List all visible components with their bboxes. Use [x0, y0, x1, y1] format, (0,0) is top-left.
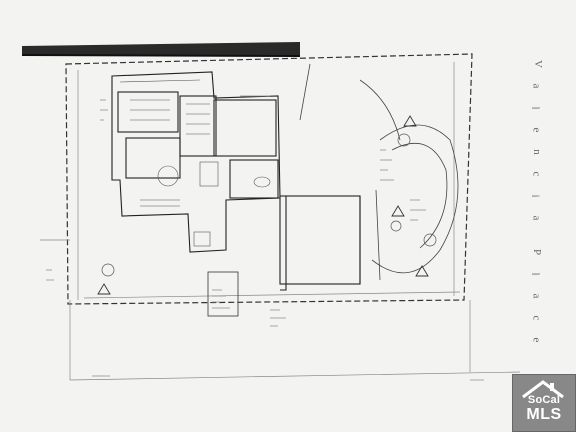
house-footprint [111, 71, 281, 253]
drawing-annotations [46, 95, 484, 381]
logo-line-1: SoCal [527, 394, 561, 406]
street-letter: e [530, 127, 543, 133]
garage-structure [279, 195, 361, 291]
street-letter: i [529, 194, 542, 198]
street-letter: l [529, 272, 542, 276]
scan-shadow [22, 42, 300, 56]
street-letter: c [530, 171, 543, 177]
logo-line-2: MLS [526, 406, 562, 423]
street-letter: n [530, 149, 543, 155]
property-boundary [65, 53, 473, 305]
street-letter: a [530, 83, 543, 89]
street-letter: a [530, 293, 543, 299]
interior-details [119, 79, 271, 247]
street-letter: V [531, 60, 544, 68]
tree-symbols [101, 133, 437, 277]
street-letter: e [530, 337, 543, 343]
street-letter: c [530, 315, 543, 321]
setback-lines [40, 62, 521, 381]
house-roof-icon [522, 380, 564, 399]
socal-mls-logo: SoCal MLS [512, 374, 576, 432]
marker-triangles [97, 115, 429, 295]
landscape-features [299, 63, 459, 281]
dimension-stamp [207, 271, 239, 317]
street-letter: l [529, 106, 542, 110]
street-letter: a [530, 215, 543, 221]
street-letter: P [531, 248, 544, 256]
